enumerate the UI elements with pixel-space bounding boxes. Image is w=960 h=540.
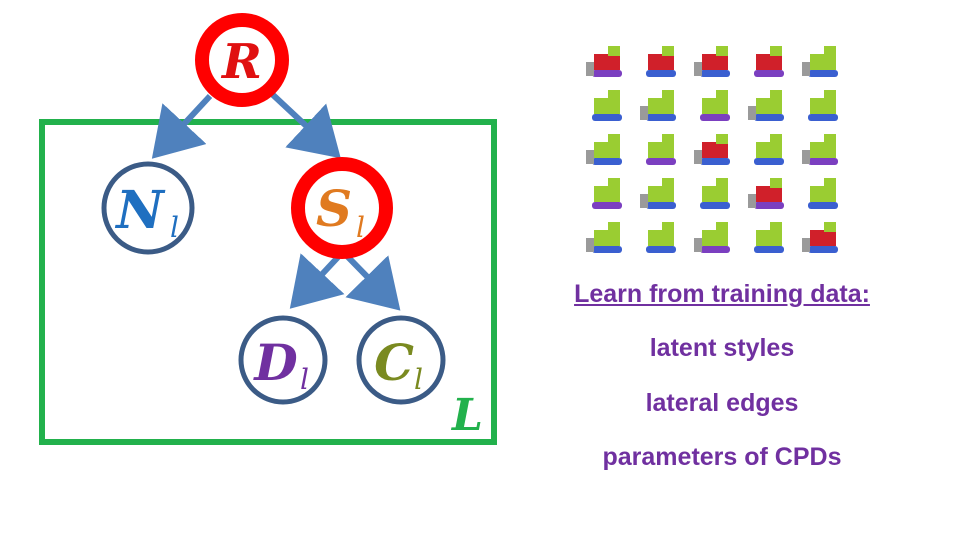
edge-r-to-n [151, 93, 213, 159]
node-d-label: D [252, 333, 297, 392]
vehicle-thumbnail [694, 46, 730, 77]
plate-rectangle [39, 119, 497, 445]
vehicle-thumbnail [802, 222, 838, 253]
cpd-parameters-text: parameters of CPDs [602, 443, 842, 471]
node-n-label: N [114, 180, 166, 241]
vehicle-thumbnail [808, 90, 838, 121]
node-c-subscript: l [414, 363, 423, 396]
vehicle-thumbnail [694, 222, 730, 253]
lateral-edges-text: lateral edges [645, 389, 799, 417]
vehicle-thumbnail [694, 134, 730, 165]
vehicle-thumbnail [748, 90, 784, 121]
node-s-l: S l [291, 157, 393, 259]
edge-s-to-c [343, 252, 401, 311]
vehicle-thumbnail [592, 90, 622, 121]
vehicle-thumbnail [808, 178, 838, 209]
plate-label: L [450, 390, 483, 441]
vehicle-thumbnail [802, 46, 838, 77]
vehicle-thumbnail [748, 178, 784, 209]
vehicle-thumbnail [586, 222, 622, 253]
node-d-l: D l [238, 315, 328, 405]
vehicle-thumbnail [802, 134, 838, 165]
node-c-l: C l [356, 315, 446, 405]
vehicle-thumbnail [640, 178, 676, 209]
node-c-label: C [374, 333, 414, 392]
vehicle-thumbnail [592, 178, 622, 209]
node-d-subscript: l [300, 363, 309, 396]
vehicle-thumbnail [586, 134, 622, 165]
vehicle-thumbnail [586, 46, 622, 77]
edge-r-to-s [269, 91, 341, 159]
node-n-l: N l [101, 161, 195, 255]
node-r: R [195, 13, 289, 107]
construction-vehicles-thumbnails [586, 46, 838, 253]
latent-styles-text: latent styles [649, 334, 795, 362]
node-r-label: R [220, 34, 262, 90]
vehicle-thumbnail [646, 222, 676, 253]
vehicle-thumbnail [640, 90, 676, 121]
training-heading: Learn from training data: [574, 280, 870, 308]
vehicle-thumbnail [700, 90, 730, 121]
vehicle-thumbnail [700, 178, 730, 209]
node-n-subscript: l [170, 211, 179, 244]
vehicle-thumbnail [754, 222, 784, 253]
vehicle-thumbnail [754, 134, 784, 165]
node-s-label: S [316, 179, 352, 238]
vehicle-thumbnail [754, 46, 784, 77]
vehicle-thumbnail [646, 46, 676, 77]
vehicle-thumbnail [646, 134, 676, 165]
node-s-subscript: l [356, 211, 365, 244]
edge-s-to-d [289, 252, 345, 309]
